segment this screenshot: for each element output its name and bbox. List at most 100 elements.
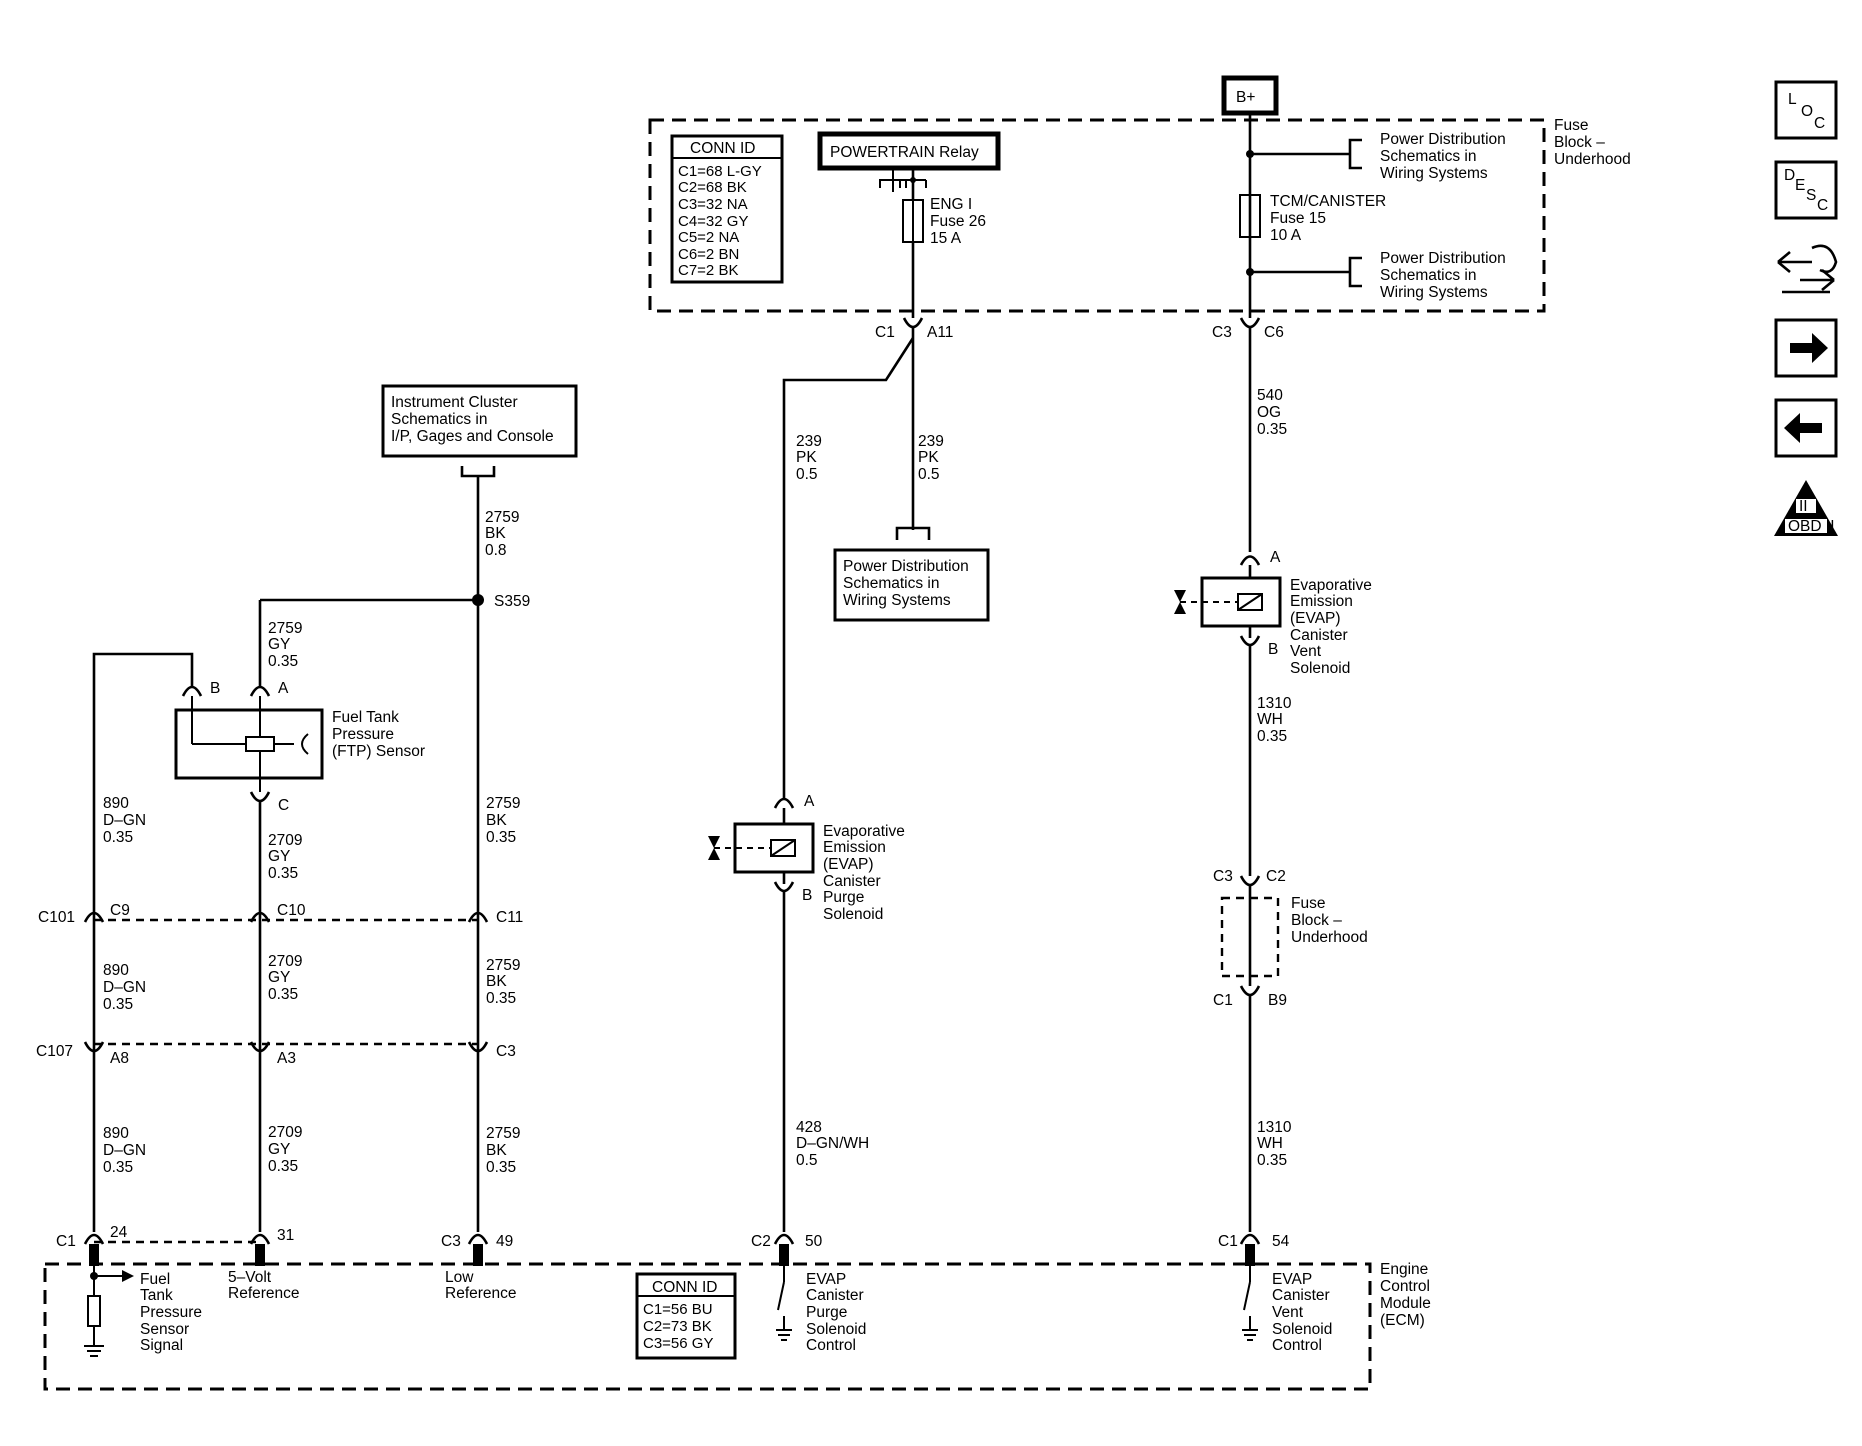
ecm-pin-24	[83, 1233, 105, 1245]
pd-ref-label: Power Distribution	[1380, 250, 1506, 267]
ecm-signal-label: Solenoid	[806, 1321, 866, 1338]
conn-id-row: C7=2 BK	[678, 262, 738, 279]
wire-label: 0.5	[918, 466, 940, 483]
conn-label: C1	[1218, 1233, 1238, 1250]
eng-fuse-label: 15 A	[930, 230, 962, 247]
pd-ref-label: Wiring Systems	[1380, 284, 1488, 301]
purge-solenoid-label: Emission	[823, 839, 886, 856]
wire-label: BK	[486, 812, 507, 829]
wire-label: GY	[268, 1141, 290, 1158]
connector-tool-button[interactable]	[1777, 244, 1838, 294]
wire-label: 2759	[486, 957, 520, 974]
ecm-signal-label: Reference	[228, 1285, 300, 1302]
pd-ref-label: Power Distribution	[843, 558, 969, 575]
ground-icon	[84, 1345, 104, 1357]
ecm-pin-49	[467, 1233, 489, 1245]
wire-239-pk-left	[782, 337, 915, 800]
wire-label: 0.35	[103, 1159, 133, 1176]
conn-id-row: C1=56 BU	[643, 1301, 713, 1318]
wire-label: GY	[268, 636, 290, 653]
ref-label: Schematics in	[391, 411, 487, 428]
wire-label: PK	[918, 449, 939, 466]
conn-id-table-top	[670, 134, 784, 284]
connector-c3-c6	[1239, 317, 1261, 329]
wire-890-dgn	[92, 652, 194, 1232]
wire-label: D–GN	[103, 979, 146, 996]
wire-label: WH	[1257, 1135, 1283, 1152]
conn-id-row: C6=2 BN	[678, 246, 739, 263]
eng-fuse-label: Fuse 26	[930, 213, 986, 230]
ecm-signal-label: EVAP	[806, 1271, 846, 1288]
ecm-signal-label: Vent	[1272, 1304, 1304, 1321]
wire-label: 2709	[268, 953, 302, 970]
wire-label: WH	[1257, 711, 1283, 728]
arrow-left-icon	[1784, 413, 1822, 443]
connector-c1-a11	[902, 317, 924, 329]
pin-label: C9	[110, 902, 130, 919]
vent-solenoid-label: Emission	[1290, 593, 1353, 610]
next-page-button[interactable]	[1774, 318, 1838, 378]
purge-solenoid-label: Solenoid	[823, 906, 883, 923]
wire-label: 0.35	[1257, 421, 1287, 438]
wire-label: 0.35	[1257, 728, 1287, 745]
wire-label: GY	[268, 969, 290, 986]
conn-id-title-top: CONN ID	[690, 140, 755, 157]
conn-id-row: C5=2 NA	[678, 229, 739, 246]
pin-label: C10	[277, 902, 306, 919]
purge-solenoid-label: Purge	[823, 889, 864, 906]
wire-label: 890	[103, 1125, 129, 1142]
pin-label: A	[804, 793, 815, 810]
instrument-cluster-ref-box	[381, 384, 578, 458]
pin-label: A	[1270, 549, 1281, 566]
fuse-block-label-1: Fuse	[1554, 117, 1588, 134]
ftp-sensor-label: (FTP) Sensor	[332, 743, 425, 760]
wire-label: 1310	[1257, 695, 1292, 712]
desc-icon: D	[1784, 167, 1795, 184]
ecm-pin-31	[249, 1233, 271, 1245]
battery-label: B+	[1236, 89, 1255, 106]
obd-ii-button[interactable]: II OBD II	[1774, 480, 1838, 536]
purge-solenoid-label: (EVAP)	[823, 856, 874, 873]
ecm-signal-label: Low	[445, 1269, 474, 1286]
pin-label: 49	[496, 1233, 513, 1250]
ecm-signal-label: Control	[806, 1337, 856, 1354]
loc-icon: C	[1814, 115, 1825, 132]
fuse-block-label: Fuse	[1291, 895, 1325, 912]
purge-solenoid-label: Evaporative	[823, 823, 905, 840]
ecm-signal-label: Tank	[140, 1287, 173, 1304]
wire-label: 2759	[486, 795, 520, 812]
pd-ref-label: Schematics in	[1380, 148, 1476, 165]
wire-label: BK	[486, 973, 507, 990]
ecm-signal-label: EVAP	[1272, 1271, 1312, 1288]
pin-label: B	[1268, 641, 1278, 658]
ground-icon	[1242, 1329, 1258, 1341]
conn-id-row: C4=32 GY	[678, 213, 748, 230]
valve-icon	[1174, 590, 1186, 614]
pd-ref-label: Schematics in	[1380, 267, 1476, 284]
ref-label: I/P, Gages and Console	[391, 428, 554, 445]
conn-id-row: C3=32 NA	[678, 196, 748, 213]
ground-icon	[776, 1329, 792, 1341]
ecm-label: Module	[1380, 1295, 1431, 1312]
ecm-signal-label: Pressure	[140, 1304, 202, 1321]
ecm-pin-50	[773, 1233, 795, 1245]
powertrain-relay-box	[817, 131, 1001, 171]
desc-button[interactable]: D E S C	[1774, 160, 1838, 220]
pin-label: A11	[927, 324, 953, 341]
connector-c3-c2	[1239, 875, 1261, 887]
pullup-resistor	[87, 1295, 101, 1327]
previous-page-button[interactable]	[1774, 398, 1838, 458]
conn-label: C2	[751, 1233, 771, 1250]
connector-tool-icon	[1777, 251, 1812, 273]
pd-ref-label: Power Distribution	[1380, 131, 1506, 148]
ecm-label: Engine	[1380, 1261, 1428, 1278]
pin-label: C	[278, 797, 289, 814]
wire-label: 0.35	[268, 1158, 298, 1175]
wire-label: 540	[1257, 387, 1283, 404]
ecm-signal-label: Solenoid	[1272, 1321, 1332, 1338]
wire-label: 2709	[268, 832, 302, 849]
wire-label: 0.35	[268, 865, 298, 882]
fuse-block-label-2: Block –	[1554, 134, 1605, 151]
loc-button[interactable]: L O C	[1774, 80, 1838, 140]
